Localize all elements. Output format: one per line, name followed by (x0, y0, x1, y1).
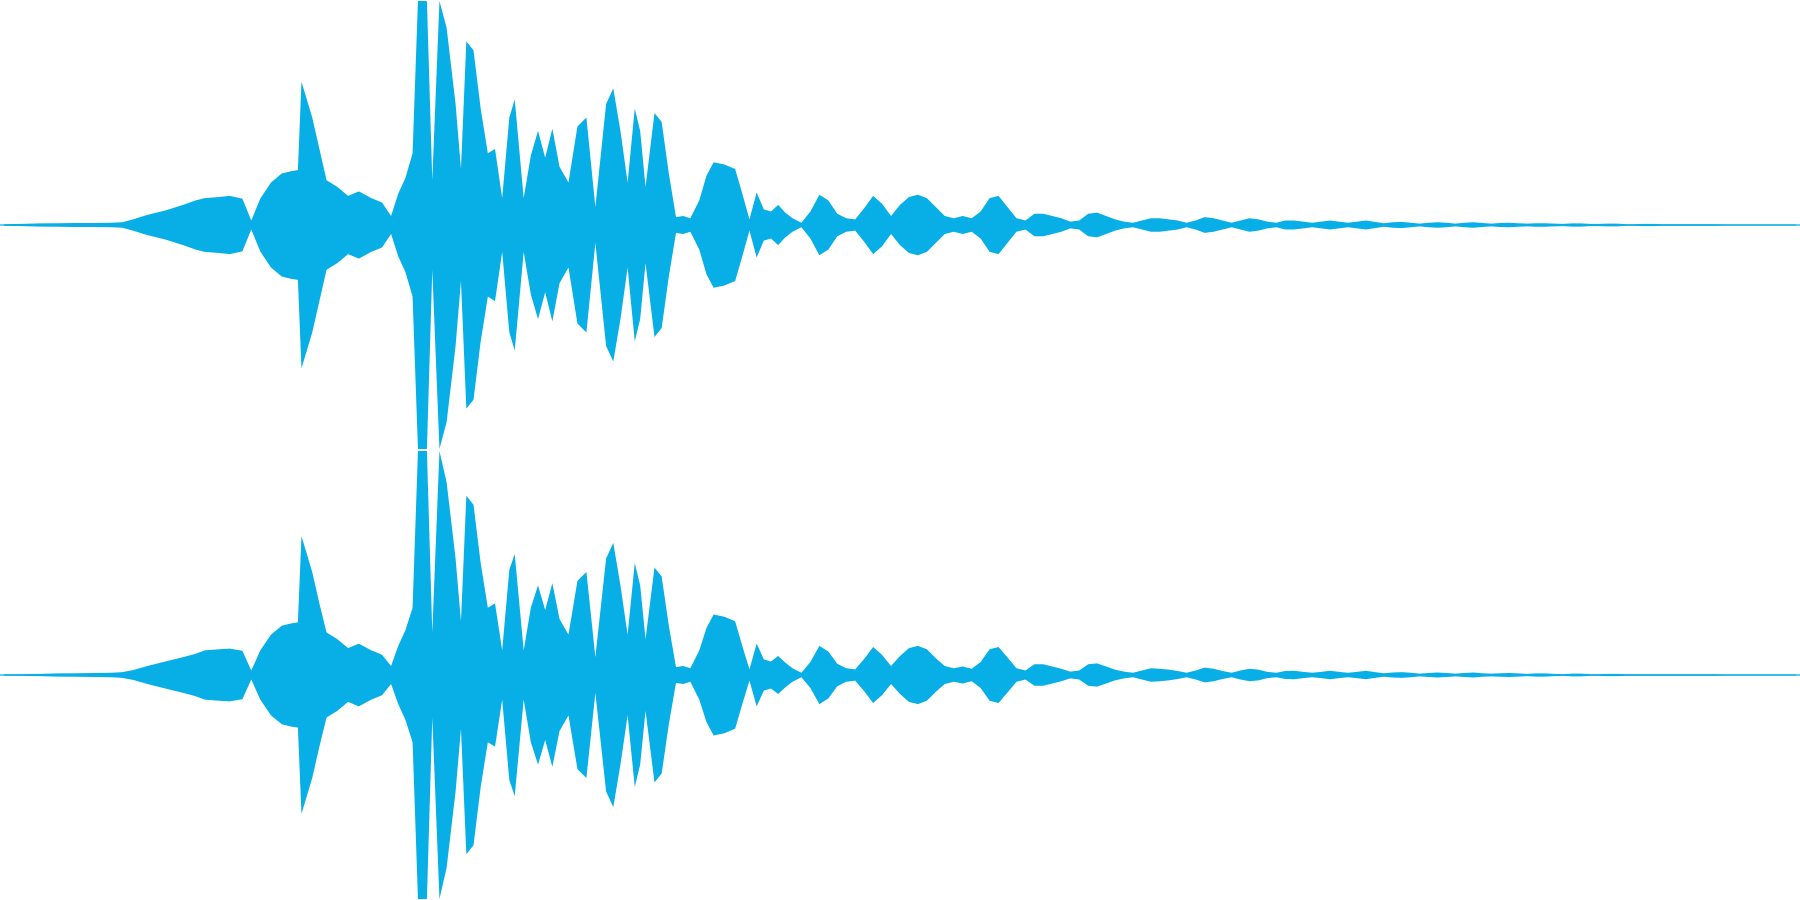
channel-2-waveform (4, 451, 1796, 899)
channel-1-waveform (4, 1, 1796, 449)
